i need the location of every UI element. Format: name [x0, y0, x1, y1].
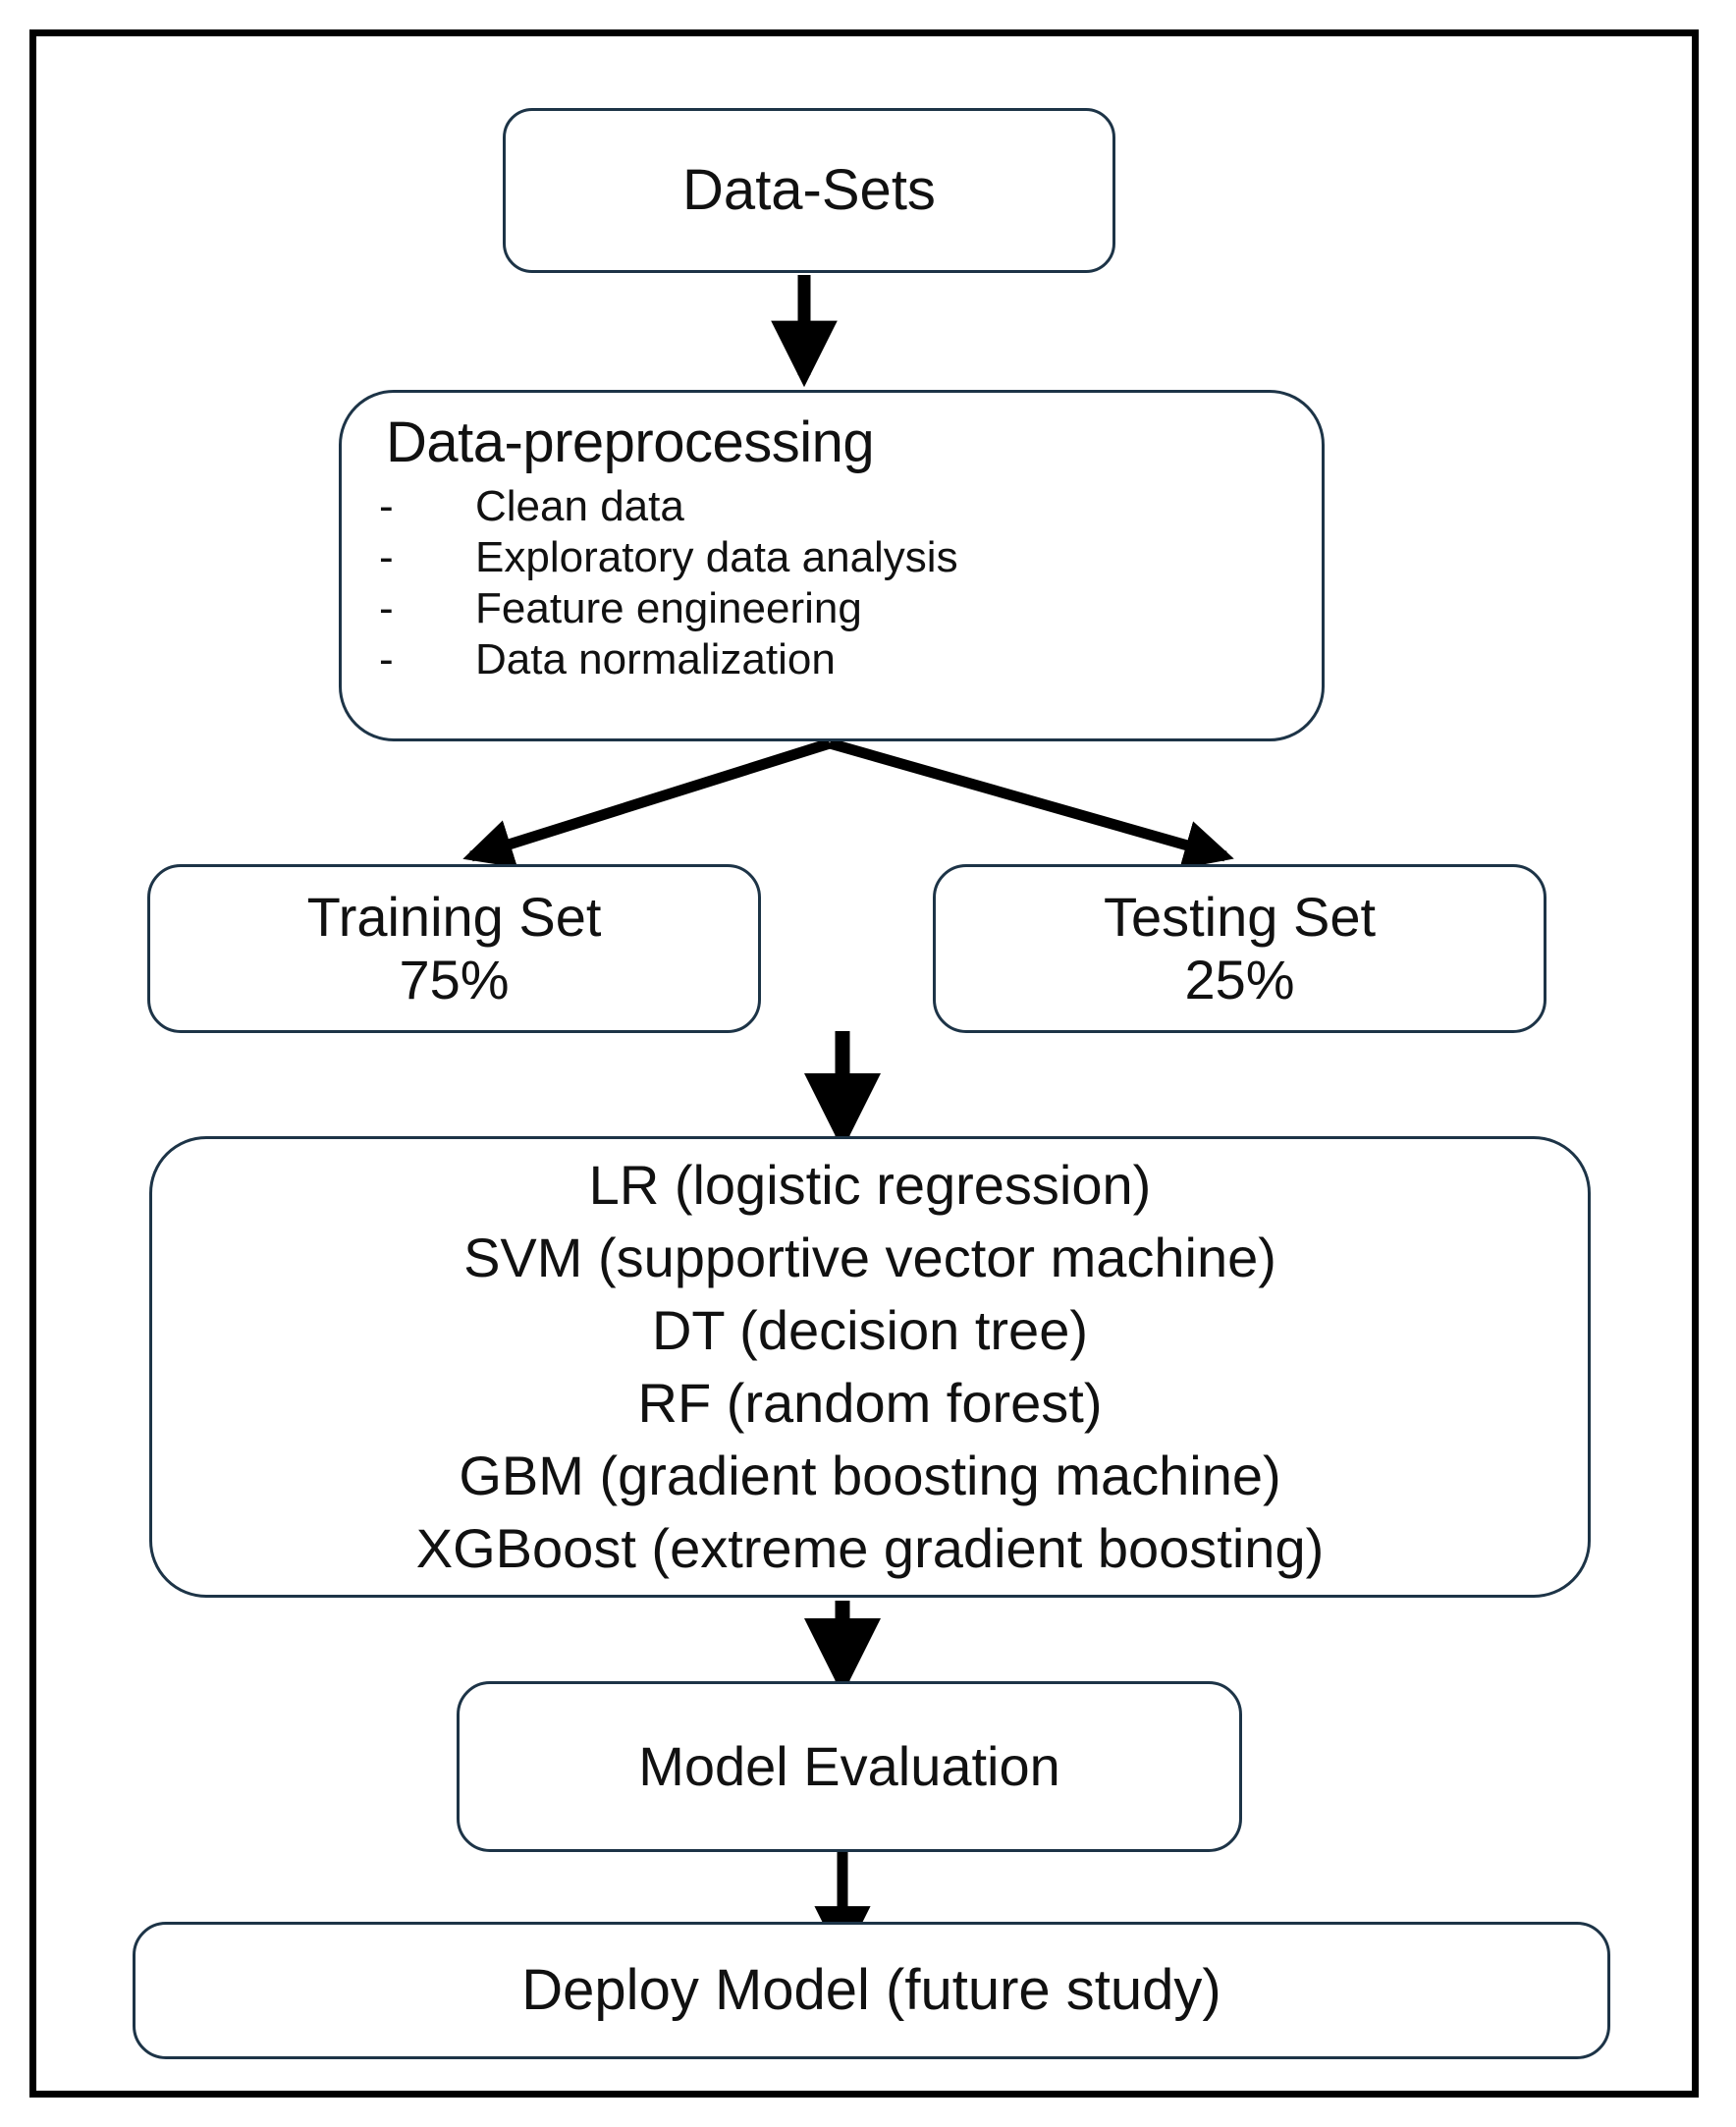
- preprocessing-step-list: - Clean data - Exploratory data analysis…: [379, 481, 958, 685]
- diagram-outer-frame: [29, 29, 1699, 2098]
- node-model-evaluation[interactable]: Model Evaluation: [457, 1681, 1242, 1852]
- training-set-label: Training Set: [306, 886, 602, 949]
- node-testing-set[interactable]: Testing Set 25%: [933, 864, 1546, 1033]
- testing-set-label: Testing Set: [1103, 886, 1377, 949]
- algorithm-line: XGBoost (extreme gradient boosting): [415, 1516, 1325, 1579]
- bullet-dash-icon: -: [379, 583, 394, 632]
- training-set-percent: 75%: [399, 949, 510, 1010]
- preprocessing-step-label: Exploratory data analysis: [475, 533, 958, 582]
- bullet-dash-icon: -: [379, 634, 394, 683]
- preprocessing-step-label: Clean data: [475, 482, 684, 531]
- preprocessing-step-item: - Clean data: [379, 481, 958, 532]
- node-data-preprocessing[interactable]: Data-preprocessing - Clean data - Explor…: [339, 390, 1325, 741]
- algorithm-line: SVM (supportive vector machine): [463, 1227, 1276, 1289]
- preprocessing-step-item: - Feature engineering: [379, 583, 958, 634]
- node-preprocessing-title: Data-preprocessing: [386, 410, 875, 474]
- testing-set-percent: 25%: [1184, 949, 1295, 1010]
- preprocessing-step-label: Feature engineering: [475, 583, 862, 632]
- algorithm-line: LR (logistic regression): [588, 1154, 1152, 1217]
- bullet-dash-icon: -: [379, 482, 394, 531]
- preprocessing-step-item: - Data normalization: [379, 634, 958, 685]
- bullet-dash-icon: -: [379, 533, 394, 582]
- algorithm-line: DT (decision tree): [651, 1299, 1088, 1362]
- algorithm-line: GBM (gradient boosting machine): [459, 1444, 1281, 1506]
- preprocessing-step-item: - Exploratory data analysis: [379, 532, 958, 583]
- node-deploy-model[interactable]: Deploy Model (future study): [133, 1922, 1610, 2059]
- node-training-set[interactable]: Training Set 75%: [147, 864, 761, 1033]
- model-evaluation-label: Model Evaluation: [638, 1735, 1060, 1798]
- deploy-model-label: Deploy Model (future study): [521, 1957, 1221, 2022]
- node-model-algorithms[interactable]: LR (logistic regression) SVM (supportive…: [149, 1136, 1591, 1598]
- algorithm-line: RF (random forest): [637, 1372, 1103, 1434]
- node-datasets-label: Data-Sets: [682, 157, 936, 222]
- preprocessing-step-label: Data normalization: [475, 634, 836, 683]
- node-datasets[interactable]: Data-Sets: [503, 108, 1115, 273]
